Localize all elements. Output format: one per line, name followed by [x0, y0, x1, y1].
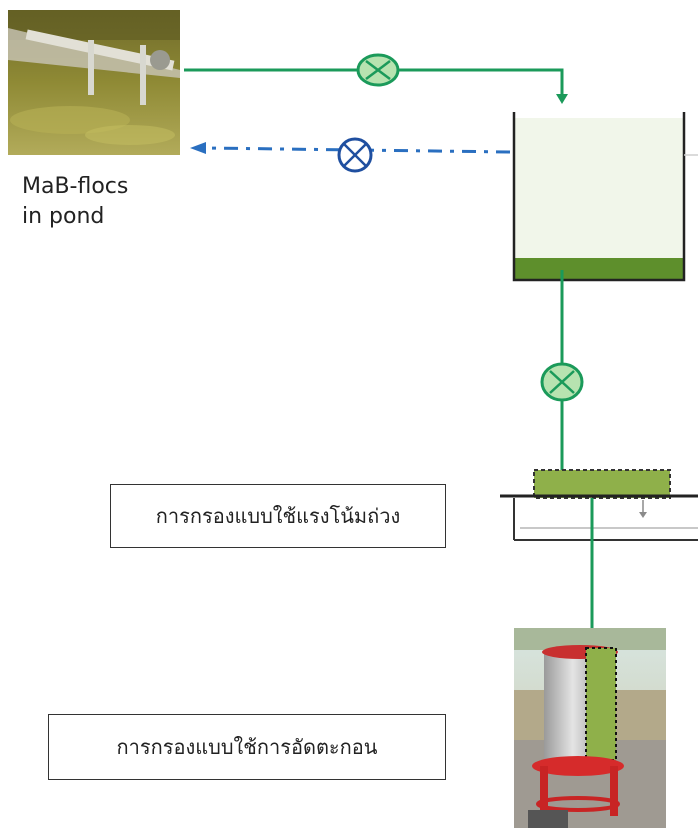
arrow-down-icon: [556, 94, 568, 104]
vacuum-filtration-label: การกรองแบบใช้แรงโน้มถ่วง: [110, 484, 446, 548]
pond-label-line1: MaB-flocs: [22, 174, 129, 199]
pump-icon: [356, 53, 400, 87]
pond-photo: [8, 10, 180, 155]
press-filtration-label: การกรองแบบใช้การอัดตะกอน: [48, 714, 446, 780]
pump-icon: [337, 137, 373, 173]
vacuum-filter: [500, 469, 698, 541]
press-photo: [514, 628, 666, 828]
settling-tank: [512, 112, 698, 282]
feed-line: [184, 68, 564, 95]
pond-label-line2: in pond: [22, 204, 105, 229]
pump-icon: [540, 362, 584, 402]
arrow-left-icon: [190, 142, 206, 154]
pond-label: MaB-flocs in pond: [22, 172, 128, 232]
